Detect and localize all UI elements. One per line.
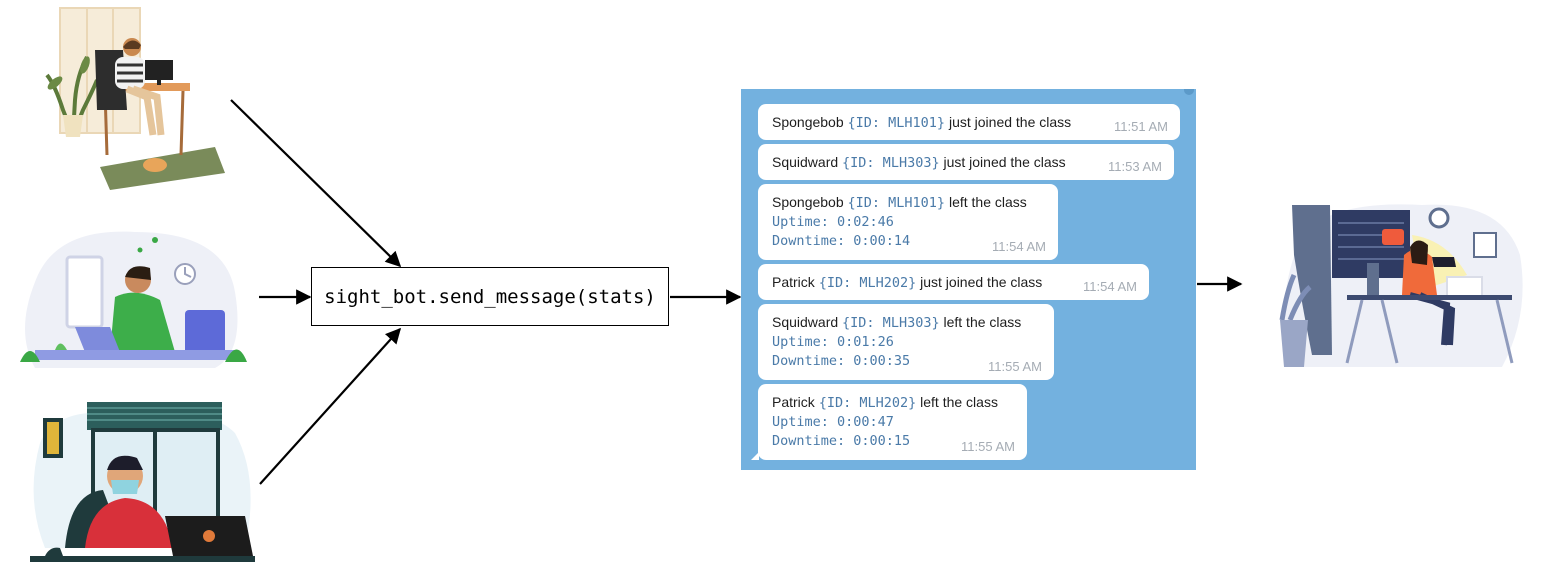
message-text: Spongebob {ID: MLH101} left the class [772, 193, 1044, 213]
message-timestamp: 11:55 AM [961, 439, 1015, 454]
code-box-text: sight_bot.send_message(stats) [324, 285, 656, 308]
teacher-desk-illustration [1279, 204, 1523, 367]
student-name: Patrick [772, 394, 815, 410]
downtime-stat: Downtime: 0:00:35 [772, 353, 911, 369]
message-action: left the class [948, 194, 1027, 210]
message-timestamp: 11:54 AM [1083, 279, 1137, 294]
message-text: Spongebob {ID: MLH101} just joined the c… [772, 113, 1166, 133]
uptime-stat: Uptime: 0:02:46 [772, 214, 894, 230]
student-name: Spongebob [772, 114, 844, 130]
downtime-stat: Downtime: 0:00:14 [772, 233, 911, 249]
student-laptop-illustration [20, 231, 247, 368]
chat-scroll-corner [1184, 89, 1194, 95]
student-name: Spongebob [772, 194, 844, 210]
student-id: {ID: MLH303} [842, 315, 940, 331]
chat-message: Squidward {ID: MLH303} left the class Up… [758, 304, 1054, 380]
student-masked-illustration [30, 402, 255, 562]
message-timestamp: 11:54 AM [992, 239, 1046, 254]
message-text: Squidward {ID: MLH303} just joined the c… [772, 153, 1160, 173]
student-id: {ID: MLH101} [847, 115, 946, 131]
student-id: {ID: MLH303} [842, 155, 940, 171]
message-text: Patrick {ID: MLH202} just joined the cla… [772, 273, 1135, 293]
chat-message: Patrick {ID: MLH202} left the class Upti… [751, 384, 1027, 460]
uptime-stat: Uptime: 0:00:47 [772, 414, 894, 430]
message-action: just joined the class [943, 154, 1066, 170]
student-id: {ID: MLH101} [847, 195, 946, 211]
uptime-stat: Uptime: 0:01:26 [772, 334, 894, 350]
student-desk-illustration [45, 7, 225, 190]
student-name: Squidward [772, 154, 839, 170]
chat-message: Squidward {ID: MLH303} just joined the c… [758, 144, 1174, 180]
student-name: Squidward [772, 314, 839, 330]
student-name: Patrick [772, 274, 815, 290]
chat-message: Spongebob {ID: MLH101} left the class Up… [758, 184, 1058, 260]
arrow-student1-to-bot [230, 99, 402, 268]
message-text: Patrick {ID: MLH202} left the class [772, 393, 1013, 413]
message-action: left the class [920, 394, 998, 410]
student-id: {ID: MLH202} [818, 275, 917, 291]
message-action: just joined the class [948, 114, 1072, 130]
message-timestamp: 11:51 AM [1114, 119, 1168, 134]
chat-message: Spongebob {ID: MLH101} just joined the c… [758, 104, 1180, 140]
message-timestamp: 11:53 AM [1108, 159, 1162, 174]
message-action: left the class [943, 314, 1022, 330]
telegram-chat-panel: Spongebob {ID: MLH101} just joined the c… [741, 89, 1196, 470]
message-text: Squidward {ID: MLH303} left the class [772, 313, 1040, 333]
bubble-tail [751, 452, 759, 460]
send-message-code-box: sight_bot.send_message(stats) [311, 267, 669, 326]
downtime-stat: Downtime: 0:00:15 [772, 433, 911, 449]
arrow-student3-to-bot [259, 327, 402, 485]
chat-message: Patrick {ID: MLH202} just joined the cla… [758, 264, 1149, 300]
student-id: {ID: MLH202} [818, 395, 917, 411]
message-action: just joined the class [920, 274, 1043, 290]
message-timestamp: 11:55 AM [988, 359, 1042, 374]
